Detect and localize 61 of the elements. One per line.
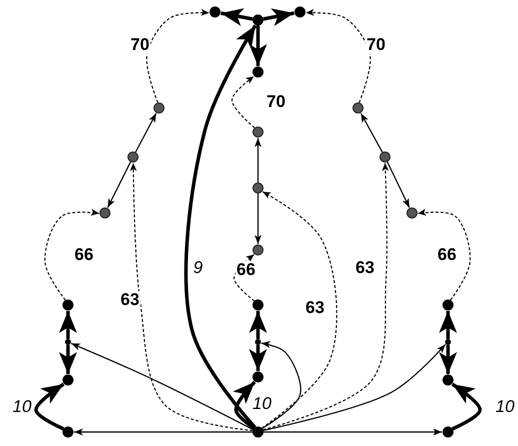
edge-label: 70 <box>130 36 150 54</box>
arrow <box>44 208 100 300</box>
arrow <box>233 254 255 302</box>
node-dot <box>62 374 74 386</box>
node-dot <box>442 426 454 438</box>
node-dot <box>252 14 264 26</box>
node-dot <box>252 66 264 78</box>
node-dot <box>445 339 451 345</box>
node-dot <box>100 208 110 218</box>
arrow <box>232 380 256 430</box>
arrow <box>261 341 302 429</box>
arrow <box>70 342 254 430</box>
node-dot <box>154 102 164 114</box>
node-dot <box>252 182 264 194</box>
node-dot <box>252 426 264 438</box>
arrow <box>439 311 457 339</box>
arrow <box>451 382 482 430</box>
node-dot <box>62 426 74 438</box>
arrow <box>74 428 252 436</box>
edge-label: 70 <box>366 36 386 54</box>
node-dot <box>252 300 264 310</box>
arrow <box>263 8 294 26</box>
node-dot <box>442 374 454 386</box>
arrow <box>249 345 267 371</box>
node-dot <box>380 152 390 162</box>
arrow <box>59 311 77 339</box>
node-dot <box>210 6 220 18</box>
arrow <box>107 162 132 208</box>
node-dot <box>406 208 418 218</box>
node-dot <box>442 300 454 310</box>
node-dot <box>352 102 364 114</box>
node-dot <box>65 339 71 345</box>
node-dot <box>62 300 74 310</box>
arrow <box>135 113 157 152</box>
arrow <box>439 345 457 374</box>
arrow <box>146 8 210 103</box>
arrow <box>59 345 77 374</box>
arrow <box>249 26 267 66</box>
arrow <box>34 382 65 430</box>
arrow <box>231 76 255 128</box>
arrow <box>264 428 442 436</box>
node-dot <box>252 126 264 138</box>
arrow <box>254 138 262 182</box>
arrow <box>130 162 253 432</box>
node-dot <box>255 339 261 345</box>
node-dot <box>252 244 264 256</box>
arrow <box>418 208 471 300</box>
arrow <box>306 9 371 103</box>
arrow <box>220 8 253 26</box>
edge-label: 63 <box>120 291 140 309</box>
node-dot <box>128 152 138 162</box>
node-dot <box>294 6 306 18</box>
arrow <box>254 194 262 244</box>
arrow <box>249 311 267 339</box>
arrow <box>263 344 446 432</box>
arrow <box>262 191 338 429</box>
arrow <box>262 162 389 430</box>
arrow <box>360 112 383 152</box>
node-dot <box>252 372 264 382</box>
arrow <box>184 24 257 429</box>
arrow <box>386 162 410 208</box>
